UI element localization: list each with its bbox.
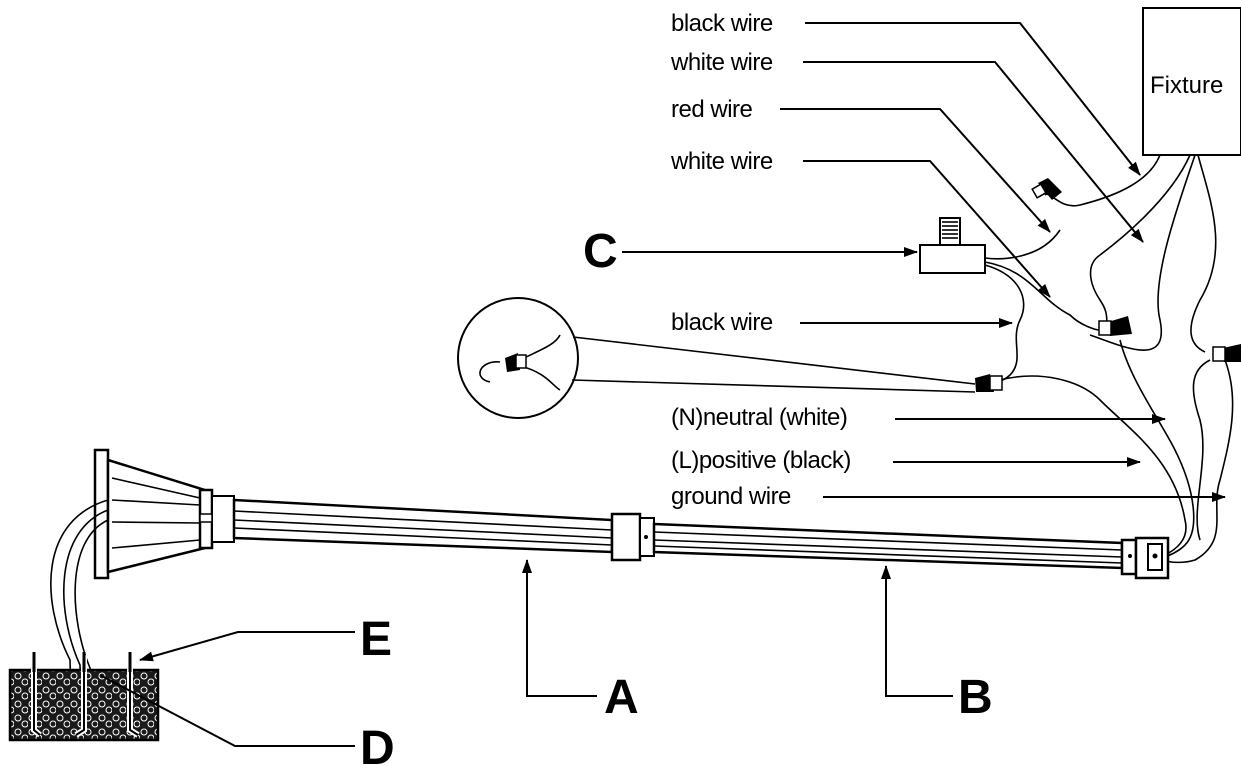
callout-a: A [522,559,639,724]
label-black-wire-top: black wire [671,10,1141,176]
wire-nut-top [1031,178,1062,200]
neutral-text: (N)neutral (white) [671,404,847,431]
label-red-wire: red wire [671,96,1051,233]
wire-nut-lower [975,374,1003,392]
black-wire-top-leader [805,22,1141,176]
fixture-wires [984,154,1234,564]
fixture-label: Fixture [1150,72,1223,99]
red-wire-leader [780,108,1051,233]
callout-d-leader [99,674,355,747]
black-wire-top-text: black wire [671,10,773,37]
callout-a-text: A [604,671,639,724]
white-wire-2-leader [803,160,1051,298]
white-wire-2-text: white wire [670,148,773,175]
detail-magnifier [457,297,976,419]
label-neutral: (N)neutral (white) [671,404,1166,431]
callout-d-text: D [360,722,395,766]
positive-text: (L)positive (black) [671,447,851,474]
label-ground: ground wire [671,483,1226,510]
white-wire-1-leader [803,61,1144,243]
coupler [610,512,655,562]
callout-c: C [583,225,918,278]
pole-section-b [652,522,1124,570]
fixture-box: Fixture [1142,7,1241,156]
footing-block [8,652,160,742]
wire-nut-right [1212,344,1241,362]
callout-e-text: E [360,613,392,666]
callout-d: D [99,674,395,766]
label-positive: (L)positive (black) [671,447,1141,474]
component-c [919,217,986,274]
callout-b: B [881,565,993,724]
black-wire-mid-text: black wire [671,309,773,336]
top-connector [1120,536,1170,580]
callout-a-leader [522,559,597,697]
pole-section-a [232,498,614,554]
callout-e-leader [139,631,355,662]
label-white-wire-2: white wire [670,148,1051,298]
callout-b-text: B [958,671,993,724]
label-black-wire-mid: black wire [671,309,1013,336]
ground-text: ground wire [671,483,791,510]
mounting-head [93,448,235,580]
label-white-wire-1: white wire [670,49,1144,243]
red-wire-text: red wire [671,96,753,123]
callout-b-leader [881,565,953,697]
wire-nut-middle [1098,316,1132,336]
callout-e: E [139,613,392,666]
callout-c-text: C [583,225,618,278]
white-wire-1-text: white wire [670,49,773,76]
